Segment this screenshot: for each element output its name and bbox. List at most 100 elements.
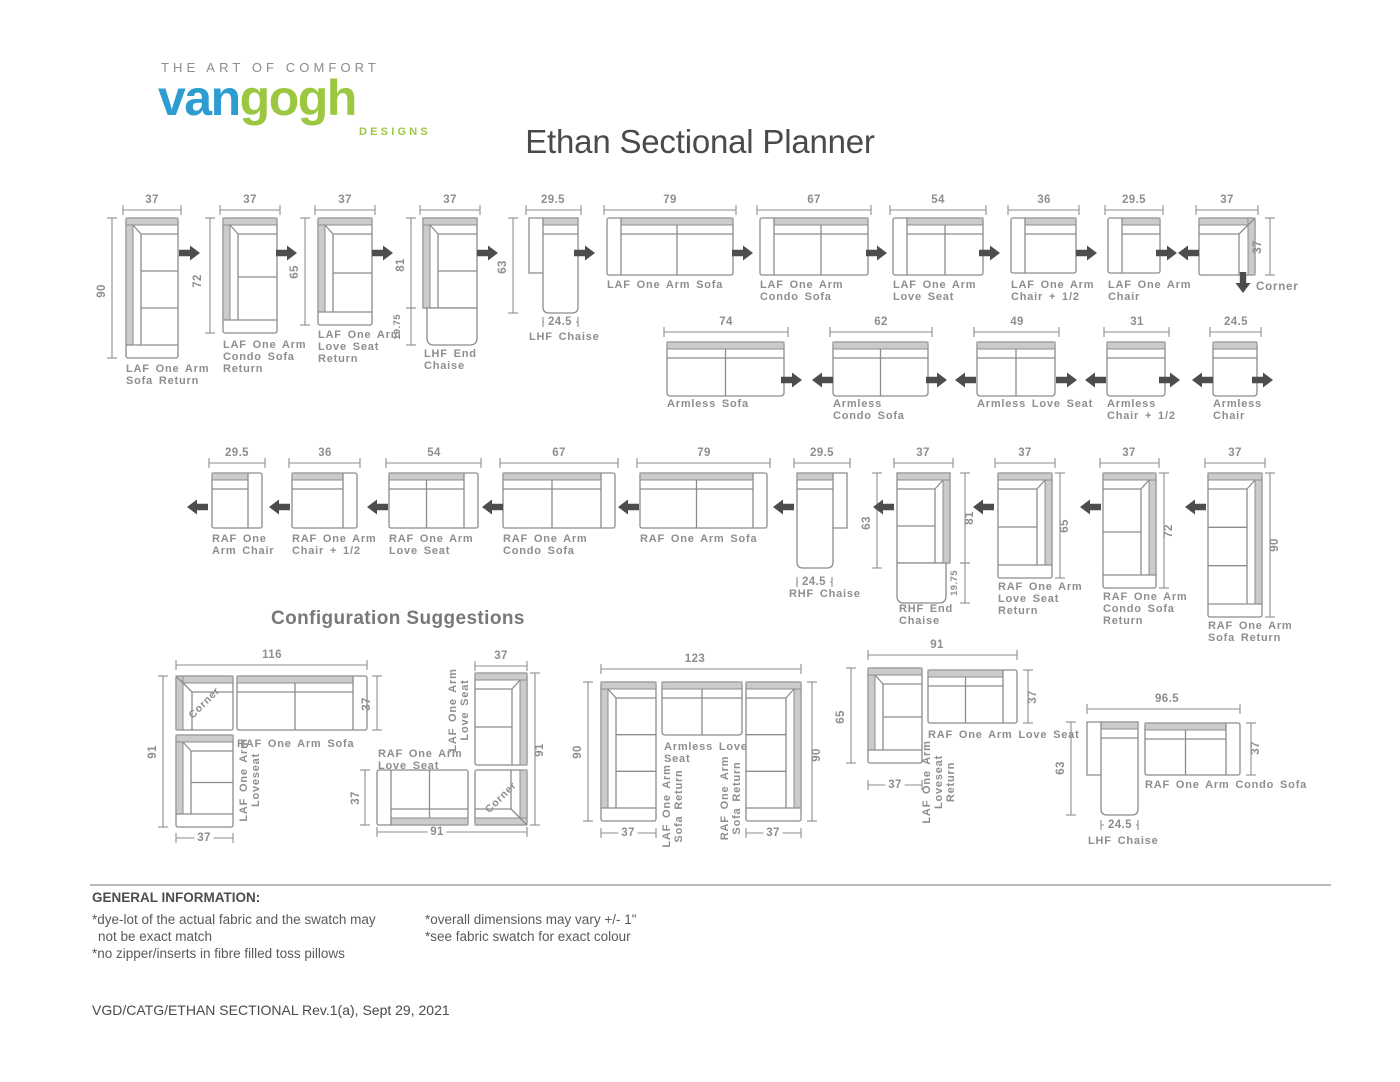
- document-reference: VGD/CATG/ETHAN SECTIONAL Rev.1(a), Sept …: [92, 1002, 450, 1018]
- svg-text:65: 65: [835, 710, 847, 724]
- svg-text:19.75: 19.75: [392, 314, 403, 340]
- flow-arrow-right: [866, 245, 887, 261]
- svg-text:Chair: Chair: [1213, 410, 1245, 422]
- svg-text:37: 37: [350, 791, 362, 805]
- flow-arrow-left: [973, 499, 994, 515]
- svg-text:RAF One Arm: RAF One Arm: [998, 581, 1083, 593]
- svg-text:31: 31: [1130, 316, 1144, 328]
- flow-arrow-left: [1080, 499, 1101, 515]
- flow-arrow-left: [367, 499, 388, 515]
- svg-text:LHF Chaise: LHF Chaise: [1088, 835, 1159, 847]
- flow-arrow-right: [1252, 372, 1273, 388]
- svg-text:Love Seat: Love Seat: [893, 291, 954, 303]
- svg-text:Condo Sofa: Condo Sofa: [503, 545, 575, 557]
- general-information-heading: GENERAL INFORMATION:: [92, 890, 261, 905]
- svg-text:37: 37: [145, 194, 159, 206]
- flow-arrow-right: [732, 245, 753, 261]
- svg-text:19.75: 19.75: [949, 570, 960, 596]
- svg-text:90: 90: [811, 748, 823, 762]
- svg-text:Chaise: Chaise: [424, 360, 465, 372]
- corner-marker: Corner: [1235, 272, 1298, 293]
- flow-arrow-right: [179, 245, 200, 261]
- logo-gogh-text: gogh: [239, 70, 358, 126]
- svg-text:37: 37: [338, 194, 352, 206]
- svg-text:81: 81: [395, 258, 407, 272]
- svg-text:24.5: 24.5: [548, 316, 572, 328]
- svg-text:Love Seat: Love Seat: [318, 341, 379, 353]
- svg-text:LAF One Arm: LAF One Arm: [238, 738, 250, 821]
- svg-text:37: 37: [766, 827, 780, 839]
- svg-text:91: 91: [430, 826, 444, 838]
- svg-text:37: 37: [494, 650, 508, 662]
- flow-arrow-left: [773, 499, 794, 515]
- svg-text:RAF One Arm: RAF One Arm: [719, 756, 731, 841]
- flow-arrow-right: [1056, 372, 1077, 388]
- svg-text:LAF One Arm: LAF One Arm: [126, 363, 209, 375]
- svg-text:79: 79: [697, 447, 711, 459]
- flow-arrow-right: [574, 245, 595, 261]
- flow-arrow-left: [482, 499, 503, 515]
- svg-text:37: 37: [621, 827, 635, 839]
- svg-text:RAF One Arm: RAF One Arm: [1103, 591, 1188, 603]
- flow-arrow-right: [926, 372, 947, 388]
- svg-text:91: 91: [930, 639, 944, 651]
- svg-text:LAF One Arm: LAF One Arm: [1108, 279, 1191, 291]
- svg-text:Sofa Return: Sofa Return: [126, 375, 199, 387]
- flow-arrow-left: [1192, 372, 1213, 388]
- svg-text:Condo Sofa: Condo Sofa: [760, 291, 832, 303]
- page-title: Ethan Sectional Planner: [525, 123, 875, 160]
- svg-text:Return: Return: [998, 605, 1038, 617]
- logo-tagline: THE ART OF COMFORT: [161, 60, 380, 75]
- svg-text:37: 37: [197, 832, 211, 844]
- svg-text:37: 37: [1228, 447, 1242, 459]
- svg-text:Armless: Armless: [833, 398, 882, 410]
- svg-text:Condo Sofa: Condo Sofa: [1103, 603, 1175, 615]
- svg-text:67: 67: [807, 194, 821, 206]
- flow-arrow-left: [1085, 372, 1106, 388]
- svg-text:74: 74: [719, 316, 733, 328]
- svg-text:Chaise: Chaise: [899, 615, 940, 627]
- svg-text:Chair + 1/2: Chair + 1/2: [1011, 291, 1080, 303]
- logo-van-text: van: [158, 70, 241, 126]
- svg-text:29.5: 29.5: [541, 194, 565, 206]
- svg-text:LAF One Arm: LAF One Arm: [893, 279, 976, 291]
- svg-text:91: 91: [147, 745, 159, 759]
- svg-text:Chair + 1/2: Chair + 1/2: [1107, 410, 1176, 422]
- svg-text:65: 65: [1059, 519, 1071, 533]
- info-note: not be exact match: [98, 929, 213, 944]
- section-divider: [90, 884, 1331, 886]
- flow-arrow-left: [812, 372, 833, 388]
- svg-text:91: 91: [534, 743, 546, 757]
- svg-text:90: 90: [572, 745, 584, 759]
- svg-text:37: 37: [443, 194, 457, 206]
- svg-text:Chair: Chair: [1108, 291, 1140, 303]
- flow-arrow-left: [955, 372, 976, 388]
- svg-text:Armless Sofa: Armless Sofa: [667, 398, 749, 410]
- general-information-right: *overall dimensions may vary +/- 1" *see…: [425, 911, 637, 945]
- flow-arrow-left: [269, 499, 290, 515]
